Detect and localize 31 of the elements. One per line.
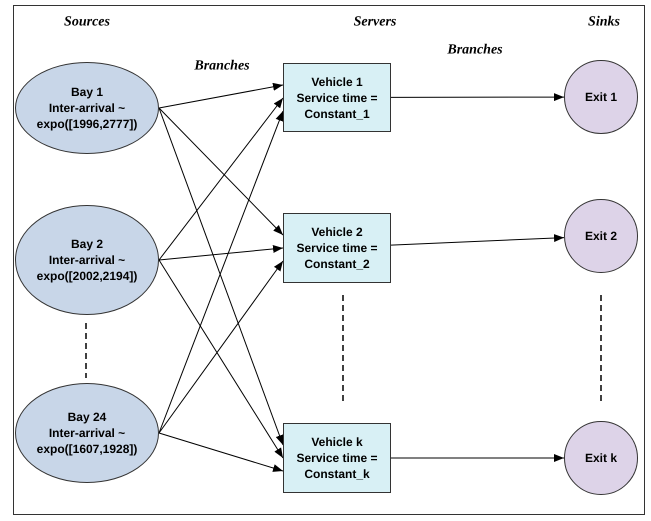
node-title: Exit 1 <box>584 89 618 105</box>
arrow <box>158 244 284 260</box>
node-title: Bay 24 <box>66 409 108 425</box>
arrow <box>390 454 564 462</box>
node-title: Exit 2 <box>584 228 618 244</box>
node-text: Inter-arrival ~ expo([2002,2194]) <box>36 252 138 284</box>
node-text: Inter-arrival ~ expo([1607,1928]) <box>36 425 138 457</box>
arrow <box>158 82 284 108</box>
column-heading: Sources <box>64 14 110 32</box>
node-title: Vehicle 1 <box>310 74 364 90</box>
node-title: Bay 2 <box>70 236 104 252</box>
node-title: Vehicle 2 <box>310 224 364 240</box>
arrow <box>158 108 284 236</box>
column-heading: Branches <box>447 42 503 60</box>
column-heading: Sinks <box>588 14 620 32</box>
node-text: Service time = Constant_1 <box>295 90 379 122</box>
server-box <box>283 63 391 132</box>
node-text: Service time = Constant_k <box>295 450 379 482</box>
arrow <box>390 93 564 102</box>
arrow <box>390 234 565 246</box>
node-text: Inter-arrival ~ expo([1996,2777]) <box>36 100 138 132</box>
column-heading: Servers <box>354 14 396 32</box>
column-heading: Branches <box>194 58 250 76</box>
node-text: Service time = Constant_2 <box>295 240 379 272</box>
server-box <box>283 213 391 283</box>
node-title: Vehicle k <box>310 434 364 450</box>
node-title: Bay 1 <box>70 84 104 100</box>
arrow <box>158 98 284 260</box>
server-box <box>283 423 391 493</box>
arrow <box>158 432 284 472</box>
node-title: Exit k <box>584 450 618 466</box>
